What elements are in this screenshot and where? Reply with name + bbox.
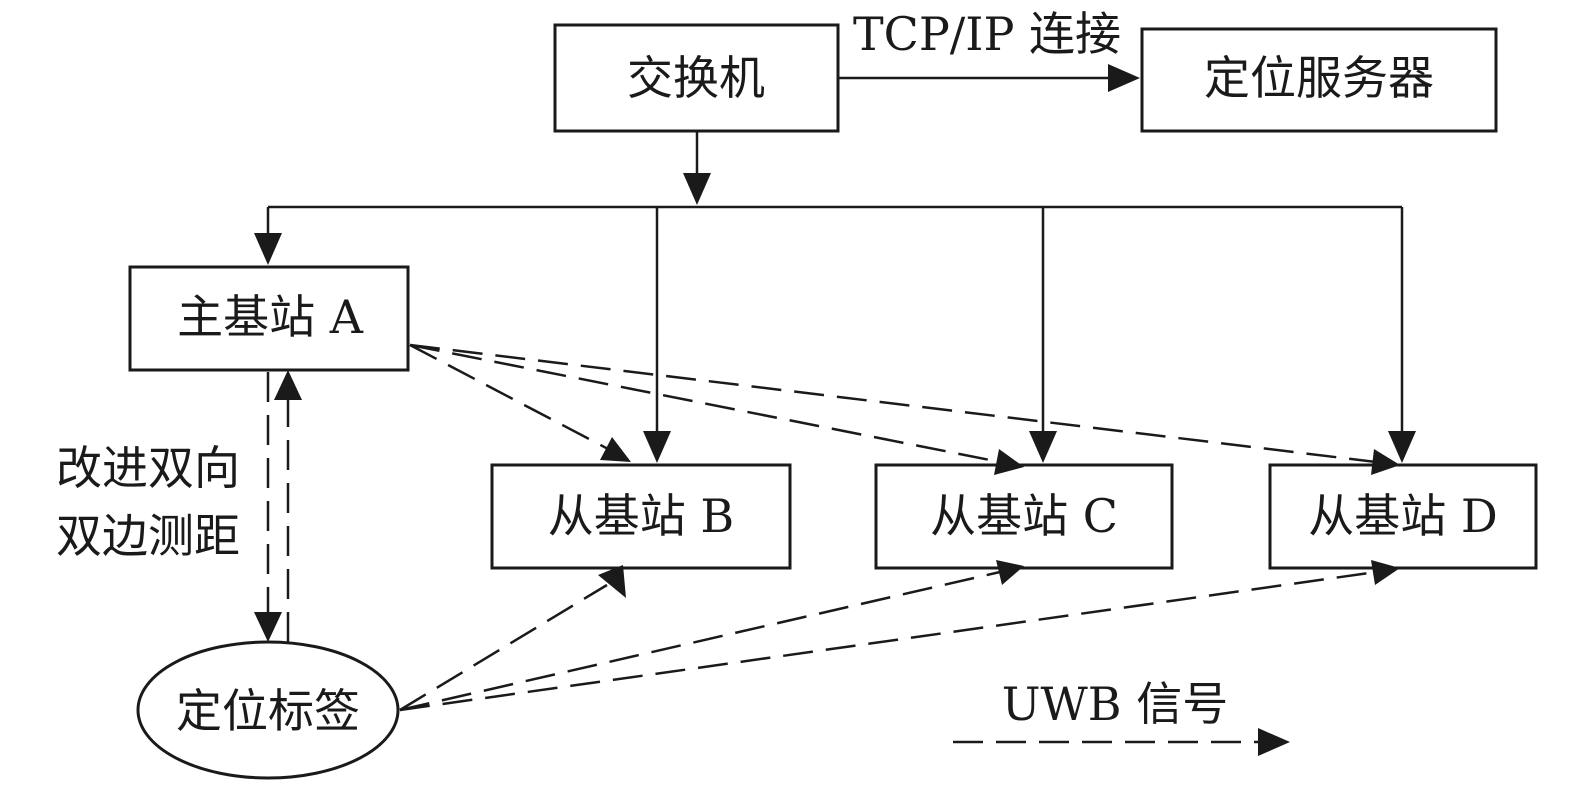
server-label: 定位服务器 bbox=[1204, 51, 1434, 105]
uwb-master-to-slave-b bbox=[409, 343, 631, 462]
bus-to-master-arrow bbox=[254, 207, 282, 265]
ranging-label-line2: 双边测距 bbox=[56, 509, 240, 563]
master-station-a-label: 主基站 A bbox=[177, 290, 364, 344]
switch-to-bus-arrow bbox=[683, 131, 711, 205]
slave-station-d-label: 从基站 D bbox=[1308, 489, 1498, 543]
tcp-connection-arrow bbox=[838, 64, 1140, 92]
uwb-tag-to-slave-c bbox=[399, 560, 1024, 712]
uwb-master-to-slave-c bbox=[409, 343, 1024, 475]
legend-uwb-dashed-arrow bbox=[953, 728, 1290, 756]
uwb-tag-to-slave-d bbox=[399, 560, 1400, 712]
positioning-tag-label: 定位标签 bbox=[176, 684, 360, 738]
ranging-label-line1: 改进双向 bbox=[56, 441, 240, 495]
slave-station-c-node: 从基站 C bbox=[874, 463, 1174, 570]
uwb-tag-to-slave-b bbox=[399, 565, 626, 712]
bus-to-slave-d-arrow bbox=[1388, 207, 1416, 463]
ranging-tag-to-master bbox=[274, 370, 302, 642]
positioning-tag-node: 定位标签 bbox=[136, 640, 400, 780]
switch-label: 交换机 bbox=[627, 51, 765, 105]
legend-uwb-label: UWB 信号 bbox=[1002, 677, 1228, 731]
switch-node: 交换机 bbox=[553, 23, 840, 133]
slave-station-d-node: 从基站 D bbox=[1268, 463, 1538, 570]
slave-station-c-label: 从基站 C bbox=[930, 489, 1118, 543]
slave-station-b-label: 从基站 B bbox=[548, 489, 734, 543]
bus-to-slave-c-arrow bbox=[1029, 207, 1057, 463]
slave-station-b-node: 从基站 B bbox=[490, 463, 792, 570]
legend: UWB 信号 bbox=[953, 677, 1290, 756]
master-station-a-node: 主基站 A bbox=[128, 265, 410, 372]
bus-to-slave-b-arrow bbox=[643, 207, 671, 463]
server-node: 定位服务器 bbox=[1140, 27, 1498, 133]
tcp-connection-label: TCP/IP 连接 bbox=[853, 7, 1121, 61]
uwb-master-to-slave-d bbox=[409, 343, 1400, 475]
ranging-master-to-tag bbox=[254, 372, 282, 642]
